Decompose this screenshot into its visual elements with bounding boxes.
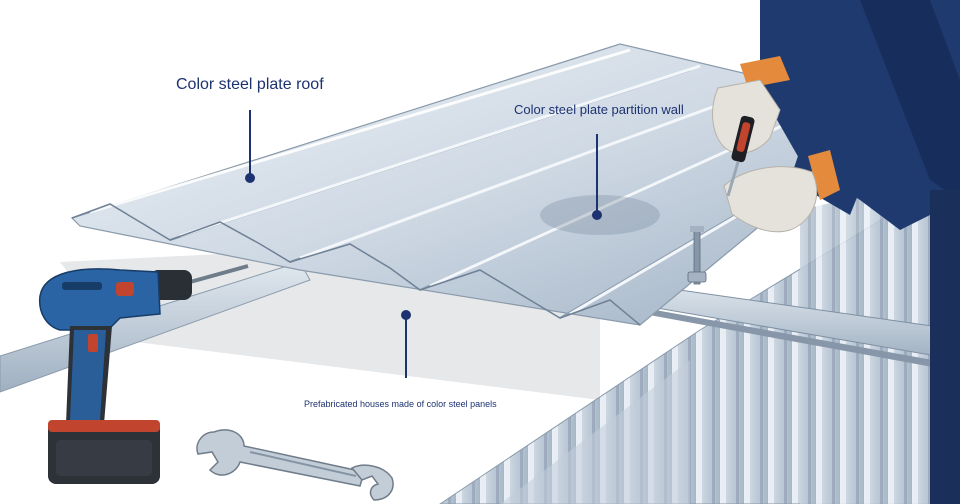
partition-wall-label: Color steel plate partition wall bbox=[514, 102, 684, 117]
bolt-icon bbox=[687, 226, 707, 285]
partition-wall-callout bbox=[592, 134, 602, 220]
partition-wall-callout-dot bbox=[592, 210, 602, 220]
roof-callout bbox=[245, 110, 255, 183]
roof-callout-dot bbox=[245, 173, 255, 183]
roof-label: Color steel plate roof bbox=[176, 76, 324, 93]
cordless-drill-icon bbox=[38, 264, 249, 484]
prefab-houses-label: Prefabricated houses made of color steel… bbox=[304, 399, 497, 409]
worker-hand-icon bbox=[712, 0, 960, 504]
wrench-icon bbox=[196, 429, 394, 501]
prefab-houses-callout-dot bbox=[401, 310, 411, 320]
prefab-houses-callout bbox=[401, 310, 411, 378]
corrugated-roof-sheet bbox=[70, 43, 902, 326]
